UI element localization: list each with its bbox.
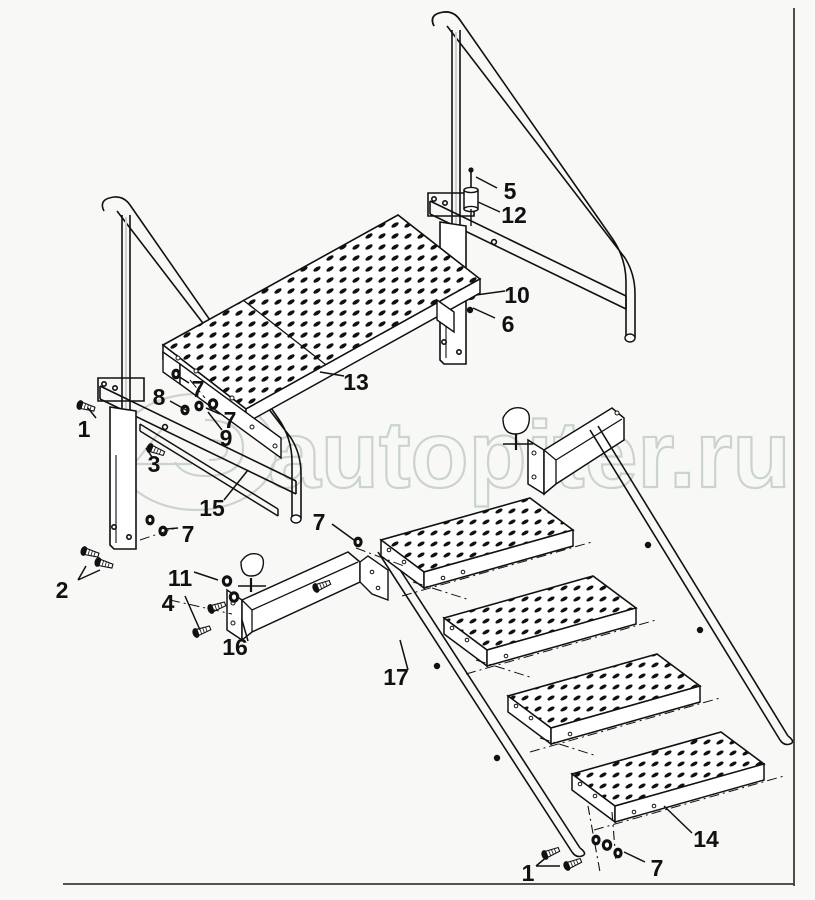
callout-13: 13 bbox=[343, 369, 369, 395]
platform-grating-13 bbox=[161, 214, 482, 460]
callout-7b: 7 bbox=[224, 407, 237, 433]
callout-7d: 7 bbox=[313, 509, 326, 535]
bottom-fastener-group bbox=[539, 805, 623, 873]
callout-11: 11 bbox=[168, 565, 193, 591]
callout-3: 3 bbox=[148, 451, 161, 477]
callout-12: 12 bbox=[501, 202, 527, 228]
callout-10: 10 bbox=[504, 282, 530, 308]
step-tread-3 bbox=[506, 653, 702, 746]
callout-7e: 7 bbox=[651, 855, 664, 881]
callout-9: 9 bbox=[220, 425, 233, 451]
callout-5: 5 bbox=[504, 178, 517, 204]
diagonal-brace-15 bbox=[139, 423, 279, 517]
callout-7a: 7 bbox=[192, 376, 205, 402]
callout-8: 8 bbox=[153, 384, 166, 410]
left-handrail-assembly bbox=[97, 196, 302, 550]
callout-labels: 1 2 3 4 5 6 7 7 7 7 7 8 9 10 11 12 13 14… bbox=[56, 178, 719, 886]
step-tread-4 bbox=[570, 731, 766, 824]
stringer-rails-17 bbox=[377, 425, 794, 858]
callout-2: 2 bbox=[56, 577, 69, 603]
step-tread-1 bbox=[379, 497, 575, 590]
assembly-axis-lines bbox=[139, 379, 785, 831]
callout-1b: 1 bbox=[522, 860, 535, 886]
callout-15: 15 bbox=[199, 495, 225, 521]
leader-lines bbox=[77, 176, 693, 867]
bracket-arm-16 bbox=[190, 551, 389, 642]
callout-7c: 7 bbox=[182, 521, 195, 547]
step-tread-2 bbox=[442, 575, 638, 668]
callout-4: 4 bbox=[162, 590, 175, 616]
callout-17: 17 bbox=[383, 664, 409, 690]
callout-1: 1 bbox=[78, 416, 91, 442]
callout-6: 6 bbox=[502, 311, 515, 337]
callout-14: 14 bbox=[693, 826, 719, 852]
bracket-arm-upper bbox=[502, 407, 625, 496]
callout-16: 16 bbox=[222, 634, 248, 660]
